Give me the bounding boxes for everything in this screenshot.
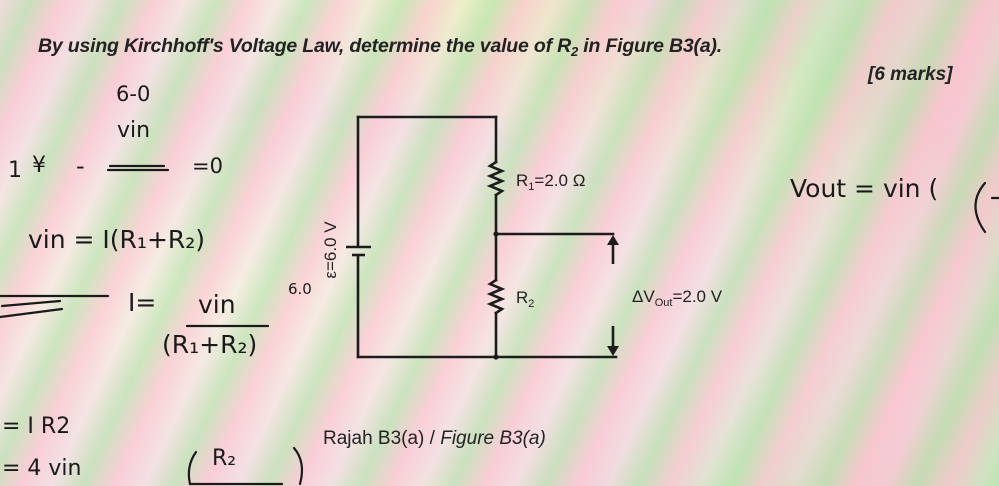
vout-subscript: Out <box>654 297 673 309</box>
hw-kvl-rhs: =0 <box>192 154 223 178</box>
question-text: By using Kirchhoff's Voltage Law, determ… <box>38 35 722 59</box>
question-text-before: By using Kirchhoff's Voltage Law, determ… <box>38 35 558 57</box>
vout-label: ΔVOut=2.0 V <box>632 287 722 309</box>
hw-kvl-minus: - <box>76 152 85 180</box>
hw-vin-frac-num: R₂ <box>212 446 237 471</box>
hw-6-0: 6-0 <box>116 82 151 106</box>
junction-dot-top <box>493 231 499 237</box>
hw-paren-open-vout <box>974 181 987 234</box>
resistor-r1 <box>486 160 506 197</box>
vout-arrow-down-head <box>607 346 619 356</box>
emf-label-text: ε=6.0 V <box>321 221 340 279</box>
hw-kvl-left: 1 <box>8 158 22 183</box>
hw-paren-close-vin <box>292 446 304 486</box>
r1-label: R1=2.0 Ω <box>516 171 585 193</box>
caption-italic: Figure B3(a) <box>440 428 546 449</box>
junction-dot-bottom <box>493 354 499 360</box>
hw-vin-frac-lhs: = 4 vin <box>2 456 82 481</box>
resistor-r2 <box>486 278 506 315</box>
r1-value: =2.0 Ω <box>534 171 586 190</box>
hw-vout-eq: Vout = vin ( <box>790 174 939 203</box>
hw-battery-note: 6.0 <box>288 280 312 298</box>
hw-i-num: vin <box>198 290 236 319</box>
question-text-after: in Figure B3(a). <box>578 35 722 57</box>
hw-i-lhs: I= <box>128 288 157 317</box>
vout-arrow-up-head <box>607 235 619 245</box>
vout-prefix: ΔV <box>632 287 655 306</box>
vout-value: =2.0 V <box>672 287 723 306</box>
hw-strike-i-3 <box>0 307 64 319</box>
hw-kvl-symbol: ¥ <box>32 153 46 178</box>
hw-i-den: (R₁+R₂) <box>162 330 258 359</box>
hw-vin-eq: vin = I(R₁+R₂) <box>28 225 206 254</box>
hw-paren-open-vin <box>187 450 198 486</box>
figure-caption: Rajah B3(a) / Figure B3(a) <box>323 428 546 450</box>
hw-ir2: = I R2 <box>2 414 71 439</box>
question-r-symbol: R <box>557 35 571 57</box>
hw-strike-i-2 <box>0 299 62 308</box>
marks-label: [6 marks] <box>868 64 953 85</box>
r2-subscript: 2 <box>528 298 535 310</box>
emf-label: ε=6.0 V <box>321 200 345 300</box>
r2-label: R2 <box>516 288 534 310</box>
question-r-subscript: 2 <box>571 44 579 59</box>
caption-normal: Rajah B3(a) / <box>323 428 441 449</box>
hw-vin-top: vin <box>117 118 151 143</box>
r2-symbol: R <box>516 288 529 307</box>
r1-symbol: R <box>516 171 529 190</box>
r1-subscript: 1 <box>528 181 535 193</box>
